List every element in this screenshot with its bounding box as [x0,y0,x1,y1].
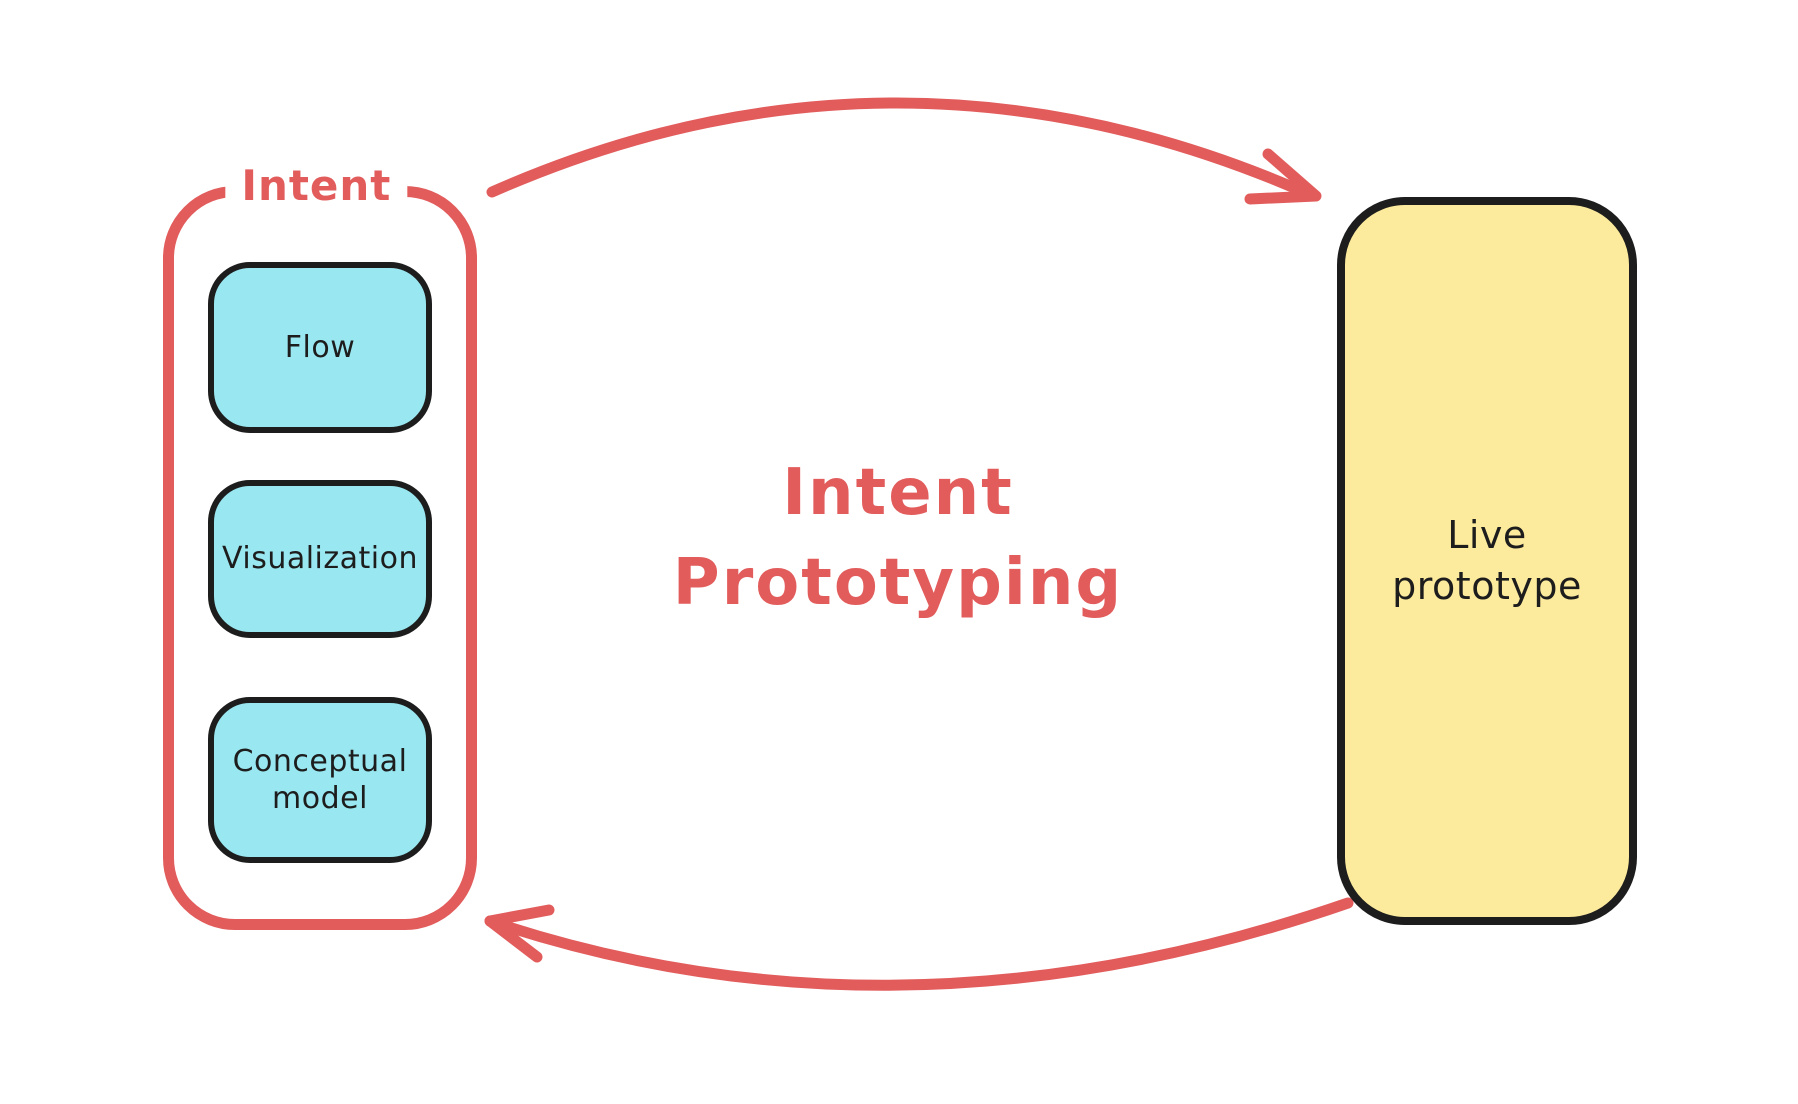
node-conceptual-model-label: Conceptual model [232,743,408,817]
diagram-title-line-1: Intent [782,456,1014,530]
diagram-title-line-2: Prototyping [672,546,1124,620]
arrow-intent-to-prototype [486,97,1319,202]
node-live-prototype: Live prototype [1337,197,1637,925]
node-conceptual-model: Conceptual model [208,697,432,863]
node-visualization: Visualization [208,480,432,638]
intent-group: Intent Flow Visualization Conceptual mod… [163,162,477,930]
arrow-prototype-to-intent [484,897,1354,991]
node-visualization-label: Visualization [222,541,418,577]
node-flow-label: Flow [284,329,356,365]
node-live-prototype-label: Live prototype [1392,512,1582,608]
node-flow: Flow [208,262,432,433]
intent-group-label: Intent [225,162,408,210]
diagram-title: Intent Prototyping [598,448,1198,628]
arrowhead-intent-to-prototype [1244,148,1322,205]
arrowhead-prototype-to-intent [484,904,555,963]
